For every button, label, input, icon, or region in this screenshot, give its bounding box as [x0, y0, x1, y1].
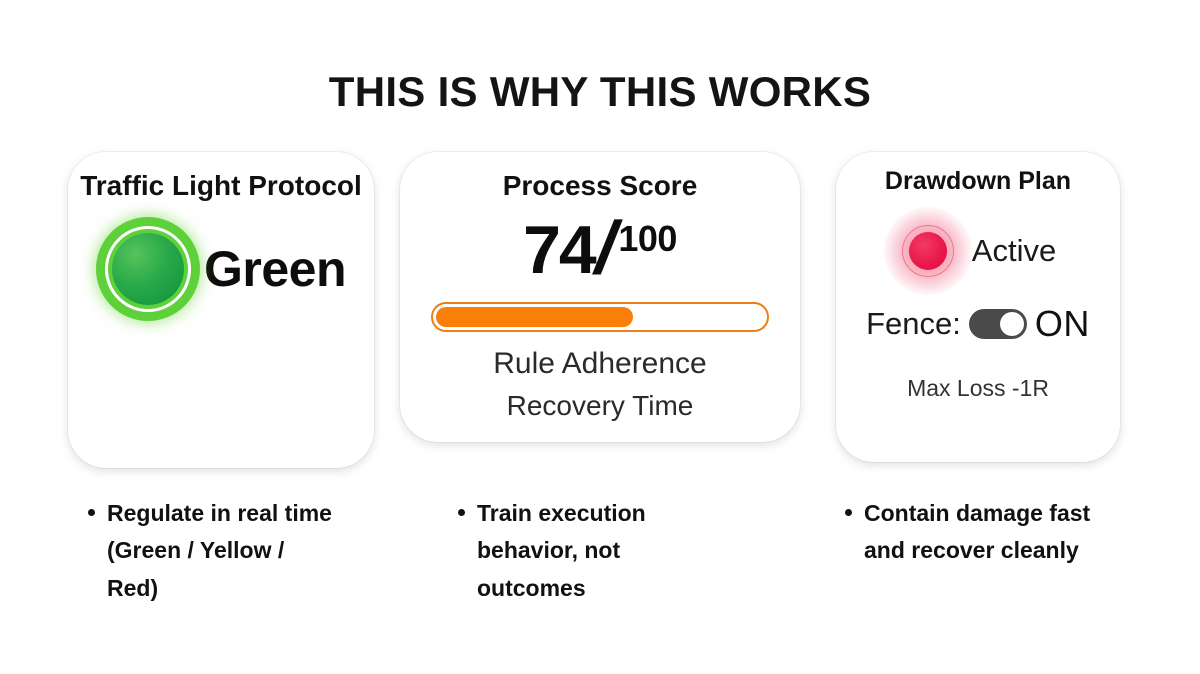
- score-display: 74/100: [400, 205, 800, 290]
- red-light-ring: [901, 224, 954, 277]
- card-traffic-light-protocol[interactable]: Traffic Light Protocol Green: [68, 152, 374, 468]
- bullet-text-drawdown-plan: Contain damage fast and recover cleanly: [864, 500, 1091, 564]
- traffic-light-row: Green: [68, 217, 374, 322]
- card-drawdown-plan[interactable]: Drawdown Plan Active Fence: ON Max Loss …: [836, 152, 1120, 462]
- score-caption-rule-adherence: Rule Adherence: [493, 347, 707, 381]
- fence-label: Fence:: [866, 305, 961, 341]
- list-item: Regulate in real time (Green / Yellow / …: [88, 495, 338, 607]
- score-max: 100: [618, 218, 677, 260]
- green-light-ring: [104, 226, 191, 313]
- card-title-drawdown-plan: Drawdown Plan: [884, 167, 1072, 195]
- bullet-dot-icon: [458, 509, 465, 516]
- list-item: Train execution behavior, not outcomes: [458, 495, 708, 607]
- bullets-row: Regulate in real time (Green / Yellow / …: [0, 495, 1200, 665]
- green-light-icon: [95, 217, 200, 322]
- score-value: 74: [523, 212, 597, 289]
- drawdown-status-label: Active: [971, 232, 1057, 268]
- bullet-dot-icon: [88, 509, 95, 516]
- red-status-light-icon: [883, 206, 972, 295]
- green-light-core: [111, 233, 184, 306]
- page-title: THIS IS WHY THIS WORKS: [328, 68, 872, 115]
- card-title-process-score: Process Score: [502, 170, 698, 201]
- fence-toggle[interactable]: [968, 308, 1027, 339]
- bullet-dot-icon: [845, 509, 852, 516]
- fence-state-label: ON: [1034, 302, 1090, 344]
- score-caption-recovery-time: Recovery Time: [506, 389, 694, 421]
- card-process-score[interactable]: Process Score 74/100 Rule Adherence Reco…: [400, 152, 800, 442]
- fence-toggle-knob: [999, 311, 1024, 336]
- max-loss-footnote: Max Loss -1R: [907, 374, 1049, 401]
- drawdown-status-row: Active: [836, 206, 1120, 295]
- bullet-text-traffic-light: Regulate in real time (Green / Yellow / …: [107, 500, 332, 601]
- score-progress-fill: [436, 307, 633, 328]
- red-light-core: [908, 231, 947, 270]
- traffic-light-status-label: Green: [203, 241, 347, 298]
- list-item: Contain damage fast and recover cleanly: [845, 495, 1115, 570]
- fence-row: Fence: ON: [836, 303, 1120, 345]
- score-progress-bar[interactable]: [431, 302, 769, 333]
- cards-row: Traffic Light Protocol Green Process Sco…: [0, 150, 1200, 470]
- bullet-text-process-score: Train execution behavior, not outcomes: [477, 500, 646, 601]
- card-title-traffic-light: Traffic Light Protocol: [80, 170, 362, 201]
